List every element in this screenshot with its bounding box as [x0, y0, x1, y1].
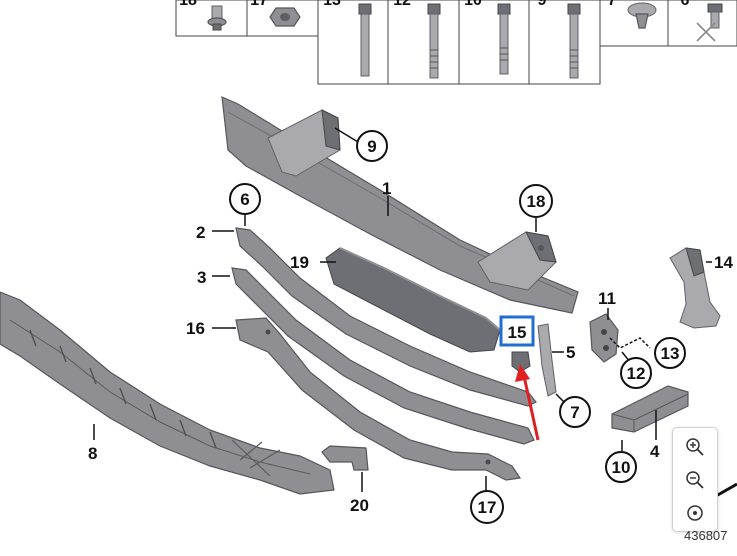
screw-12-illustration — [427, 3, 441, 79]
header-cell-18: 18 — [179, 0, 197, 9]
callout-1[interactable]: 1 — [382, 179, 391, 198]
header-cell-10: 10 — [464, 0, 482, 9]
part-1-bumper-carrier — [221, 96, 579, 314]
header-cell-17: 17 — [250, 0, 268, 9]
callout-14[interactable]: 14 — [714, 253, 733, 272]
part-19-absorber — [325, 247, 501, 353]
callout-17[interactable]: 17 — [470, 490, 504, 524]
callout-8[interactable]: 8 — [88, 444, 97, 463]
zoom-in-button[interactable] — [673, 430, 717, 464]
zoom-controls — [672, 427, 718, 532]
callout-11[interactable]: 11 — [598, 289, 616, 308]
svg-text:18: 18 — [527, 192, 546, 211]
callout-19[interactable]: 19 — [290, 253, 309, 272]
header-cell-7: 7 — [608, 0, 617, 9]
callout-6[interactable]: 6 — [229, 183, 261, 215]
svg-text:7: 7 — [570, 403, 579, 422]
screw-9-illustration — [567, 3, 581, 79]
callout-16[interactable]: 16 — [186, 319, 205, 338]
svg-text:6: 6 — [240, 190, 249, 209]
callout-3[interactable]: 3 — [197, 268, 206, 287]
zoom-in-icon — [686, 438, 704, 456]
callout-18[interactable]: 18 — [519, 184, 553, 218]
callout-12[interactable]: 12 — [620, 357, 652, 389]
svg-text:15: 15 — [508, 323, 527, 342]
part-3-strip — [231, 267, 535, 445]
part-4-block — [611, 385, 689, 433]
reset-view-icon — [687, 505, 703, 521]
callout-2[interactable]: 2 — [196, 223, 205, 242]
part-2-strip — [235, 227, 537, 407]
callout-9[interactable]: 9 — [356, 130, 388, 162]
part-20-bracket — [321, 445, 369, 471]
diagram-reference-number: 436807 — [684, 528, 728, 543]
screw-6-illustration — [707, 3, 723, 29]
callout-13[interactable]: 13 — [654, 337, 686, 369]
header-cell-12: 12 — [393, 0, 411, 9]
part-5-bracket — [537, 323, 557, 397]
part-16-strip — [235, 317, 522, 481]
clip-18-illustration — [207, 5, 227, 31]
screw-10-illustration — [497, 3, 511, 75]
svg-text:13: 13 — [661, 344, 680, 363]
zoom-out-button[interactable] — [673, 463, 717, 497]
rivet-7-illustration — [627, 2, 657, 29]
zoom-out-icon — [686, 471, 704, 489]
edge-fragment — [715, 482, 737, 498]
svg-text:10: 10 — [612, 458, 631, 477]
header-cell-6: 6 — [681, 0, 690, 9]
svg-text:17: 17 — [478, 498, 497, 517]
highlight-arrow — [515, 364, 540, 441]
svg-text:9: 9 — [367, 137, 376, 156]
header-cell-9: 9 — [538, 0, 547, 9]
callout-4[interactable]: 4 — [650, 442, 660, 461]
fastener-header-table: 18 17 13 12 10 9 7 6 — [175, 0, 737, 85]
callout-7[interactable]: 7 — [559, 396, 591, 428]
reset-view-button[interactable] — [673, 496, 717, 530]
callout-20[interactable]: 20 — [350, 496, 369, 515]
svg-text:12: 12 — [627, 364, 646, 383]
leader-lines — [93, 127, 712, 492]
nut-17-illustration — [269, 7, 301, 27]
header-cell-13: 13 — [323, 0, 341, 9]
part-15-clip — [511, 351, 531, 373]
callout-15-highlighted[interactable]: 15 — [499, 315, 535, 347]
callout-10[interactable]: 10 — [605, 451, 637, 483]
part-8-lower-carrier — [0, 291, 335, 495]
close-icon[interactable] — [696, 22, 716, 42]
part-11-mounting-plate — [589, 313, 619, 363]
part-14-side-bracket — [669, 247, 721, 329]
callout-5[interactable]: 5 — [566, 343, 575, 362]
screw-13-illustration — [358, 3, 372, 77]
